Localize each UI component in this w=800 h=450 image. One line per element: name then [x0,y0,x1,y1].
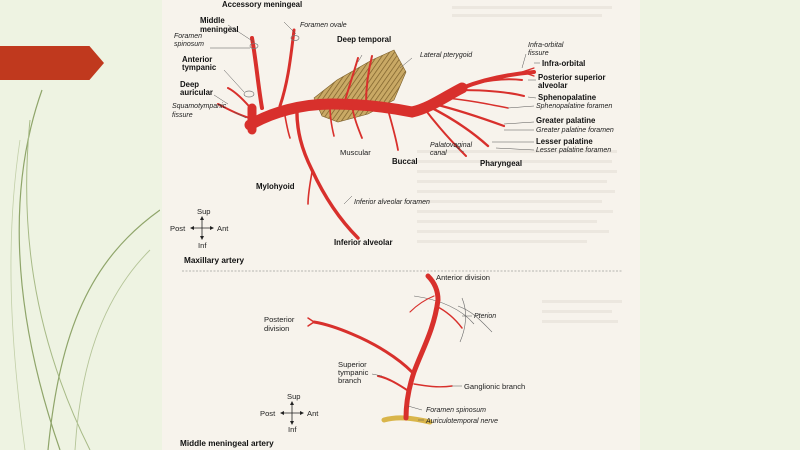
compass-inf: Inf [198,241,207,250]
orientation-compass-middle-meningeal: Sup Inf Post Ant [260,392,319,434]
anatomy-figure: Accessory meningeal Foramen ovale Middle… [162,0,640,450]
label-anterior-tympanic-2: tympanic [182,63,217,72]
compass-post: Post [170,224,186,233]
label-foramen-spinosum-1: Foramen [174,33,202,40]
label-superior-tympanic-1: Superior [338,360,367,369]
middle-meningeal-leader-lines [371,315,472,421]
label-pterion: Pterion [474,313,496,320]
compass-sup: Sup [197,207,211,216]
label-superior-tympanic-3: branch [338,376,361,385]
accent-arrow-tab [0,46,104,80]
label-posterior-superior-2: alveolar [538,81,567,90]
label-accessory-meningeal: Accessory meningeal [222,0,302,9]
maxillary-artery-vessels [217,28,536,240]
label-deep-auricular-2: auricular [180,88,213,97]
anatomy-diagram: Accessory meningeal Foramen ovale Middle… [170,0,622,448]
label-lateral-pterygoid: Lateral pterygoid [420,52,473,59]
label-middle-meningeal-1: Middle [200,16,225,25]
label-posterior-division-1: Posterior [264,315,295,324]
label-greater-palatine: Greater palatine [536,116,596,125]
label-squamotympanic-1: Squamotympanic [172,103,227,110]
middle-meningeal-vessels [307,273,463,421]
label-superior-tympanic-2: tympanic [338,368,369,377]
label-palatovaginal-2: canal [430,150,447,157]
label-foramen-spinosum-mm: Foramen spinosum [426,407,486,414]
caption-maxillary-artery: Maxillary artery [184,256,245,265]
label-deep-auricular-1: Deep [180,80,199,89]
label-posterior-superior-1: Posterior superior [538,73,606,82]
label-ganglionic-branch: Ganglionic branch [464,382,525,391]
compass-inf-2: Inf [288,425,297,434]
maxillary-outline-ring [243,35,300,98]
label-anterior-tympanic-1: Anterior [182,55,212,64]
label-infra-orbital-fissure-2: fissure [528,50,549,57]
orientation-compass-maxillary: Sup Inf Post Ant [170,207,229,250]
label-infra-orbital: Infra-orbital [542,59,585,68]
label-middle-meningeal-2: meningeal [200,25,239,34]
label-buccal: Buccal [392,157,418,166]
label-greater-palatine-foramen: Greater palatine foramen [536,127,614,134]
label-auriculotemporal-nerve: Auriculotemporal nerve [425,418,498,425]
decorative-leaf-lines [10,89,160,450]
label-foramen-ovale: Foramen ovale [300,22,347,29]
label-sphenopalatine-foramen: Sphenopalatine foramen [536,103,612,110]
caption-middle-meningeal-artery: Middle meningeal artery [180,439,274,448]
label-infra-orbital-fissure-1: Infra-orbital [528,42,564,49]
label-mylohyoid: Mylohyoid [256,182,295,191]
label-anterior-division: Anterior division [436,273,490,282]
label-sphenopalatine: Sphenopalatine [538,93,597,102]
label-posterior-division-2: division [264,324,289,333]
label-muscular: Muscular [340,148,371,157]
maxillary-leader-lines [210,21,540,205]
label-pharyngeal: Pharyngeal [480,159,522,168]
faint-page-text [417,6,622,323]
compass-sup-2: Sup [287,392,301,401]
label-inferior-alveolar-foramen: Inferior alveolar foramen [354,199,430,206]
compass-ant: Ant [217,224,229,233]
compass-ant-2: Ant [307,409,319,418]
compass-post-2: Post [260,409,276,418]
label-foramen-spinosum-2: spinosum [174,41,204,48]
label-lesser-palatine: Lesser palatine [536,137,593,146]
label-squamotympanic-2: fissure [172,112,193,119]
label-inferior-alveolar: Inferior alveolar [334,238,393,247]
pterion-curves [413,295,493,343]
label-palatovaginal-1: Palatovaginal [430,142,472,149]
label-lesser-palatine-foramen: Lesser palatine foramen [536,147,611,154]
label-deep-temporal: Deep temporal [337,35,391,44]
